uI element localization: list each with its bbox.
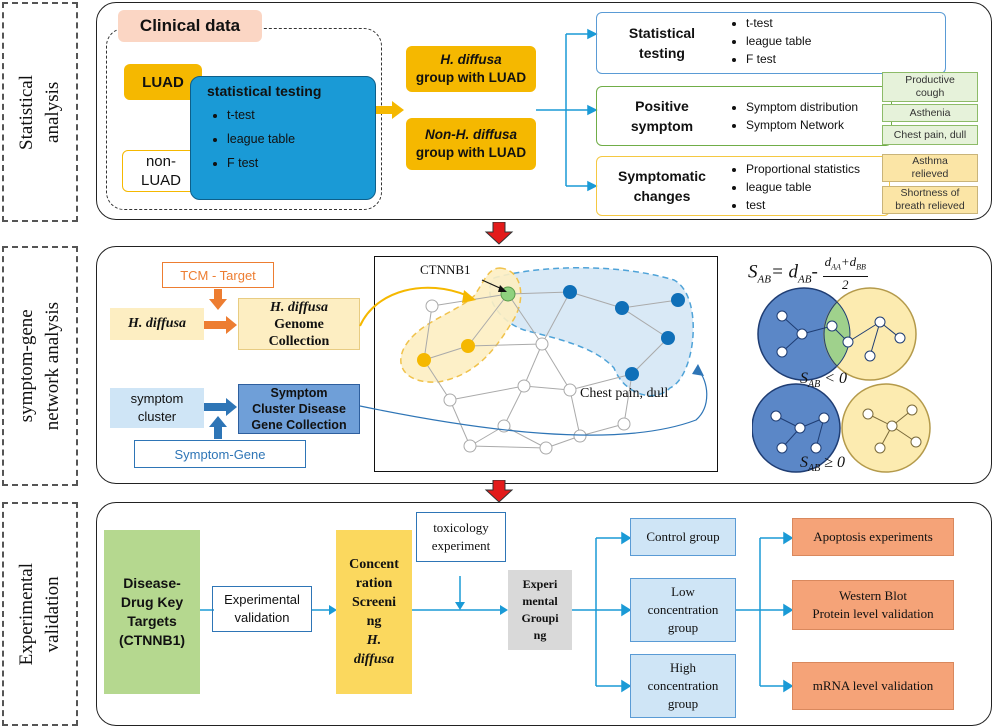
list-item: test: [746, 196, 900, 214]
sab-lt-label: SAB < 0: [800, 370, 848, 391]
box2-title: Positive symptom: [630, 98, 694, 134]
up-arrow-icon: [209, 416, 227, 439]
section-label-network: symptom-gene network analysis: [2, 246, 78, 486]
non-hd-group-line1: Non-H. diffusa: [425, 127, 517, 142]
down-arrow-icon: [484, 222, 514, 245]
hd-group-line2: group with LUAD: [415, 70, 527, 85]
symptom-tag: Shortness of breath relieved: [882, 186, 978, 214]
down-arrow-icon: [209, 289, 227, 310]
right-arrow-icon: [376, 101, 404, 119]
right-arrow-icon: [204, 398, 237, 416]
non-hd-group-box: Non-H. diffusa group with LUAD: [406, 118, 536, 170]
formula-sub: AB: [757, 273, 771, 286]
list-item: Proportional statistics: [746, 160, 900, 178]
control-group-box: Control group: [630, 518, 736, 556]
hd-group-box: H. diffusa group with LUAD: [406, 46, 536, 92]
sab-ge-label: SAB ≥ 0: [800, 454, 845, 475]
hd-box: H. diffusa: [110, 308, 204, 340]
section-label-text: Experimental validation: [16, 562, 63, 666]
symptom-tag: Chest pain, dull: [882, 125, 978, 145]
tcm-target-box: TCM - Target: [162, 262, 274, 288]
down-arrow-icon: [484, 480, 514, 503]
hd-genome-line2: Genome Collection: [268, 316, 330, 349]
luad-box: LUAD: [124, 64, 202, 100]
list-item: league table: [746, 178, 900, 196]
apoptosis-box: Apoptosis experiments: [792, 518, 954, 556]
cluster-connector: [359, 364, 708, 436]
concentration-line1: Concent ration Screeni ng: [349, 557, 399, 629]
symptom-tag: Productive cough: [882, 72, 978, 102]
symptom-gene-box: Symptom-Gene: [134, 440, 306, 468]
right-arrow-icon: [312, 605, 337, 615]
box1-list: t-test league table F test: [730, 14, 930, 68]
list-item: Symptom distribution: [746, 98, 900, 116]
hd-genome-box: H. diffusa Genome Collection: [238, 298, 360, 350]
symptom-tag: Asthma relieved: [882, 154, 978, 182]
symptom-cluster-box: symptom cluster: [110, 388, 204, 428]
section-label-experimental: Experimental validation: [2, 502, 78, 726]
hd-group-line1: H. diffusa: [440, 52, 502, 67]
non-hd-group-line2: group with LUAD: [415, 145, 527, 160]
cluster-gene-box: Symptom Cluster Disease Gene Collection: [238, 384, 360, 434]
section-label-statistical: Statistical analysis: [2, 2, 78, 222]
box2-list: Symptom distribution Symptom Network: [730, 98, 900, 134]
experimental-validation-box: Experimental validation: [212, 586, 312, 632]
down-arrow-icon: [455, 576, 465, 610]
right-arrow-icon: [204, 316, 237, 334]
non-luad-box: non- LUAD: [122, 150, 200, 192]
network-graph: [400, 267, 694, 455]
concentration-screening-box: Concent ration Screeni ng H. diffusa: [336, 530, 412, 694]
statistical-testing-list: t-test league table F test: [207, 103, 375, 175]
high-concentration-box: High concentration group: [630, 654, 736, 718]
section-label-text: Statistical analysis: [16, 74, 63, 150]
list-item: t-test: [746, 14, 930, 32]
right-arrow-icon: [412, 605, 508, 615]
key-targets-box: Disease- Drug Key Targets (CTNNB1): [104, 530, 200, 694]
connector-line: [200, 609, 214, 611]
box1-title: Statistical testing: [628, 25, 696, 61]
sab-ge-value: ≥ 0: [824, 454, 845, 471]
toxicology-box: toxicology experiment: [416, 512, 506, 562]
box3-title: Symptomatic changes: [618, 168, 706, 204]
branch-connector: [736, 531, 794, 693]
statistical-testing-result-box: [596, 12, 946, 74]
formula-eq: = d: [770, 261, 799, 283]
list-item: league table: [746, 32, 930, 50]
list-item: Symptom Network: [746, 116, 900, 134]
clinical-data-label: Clinical data: [118, 10, 262, 42]
list-item: F test: [227, 151, 375, 175]
list-item: F test: [746, 50, 930, 68]
experimental-grouping-box: Experi mental Groupi ng: [508, 570, 572, 650]
box3-list: Proportional statistics league table tes…: [730, 160, 900, 214]
formula-num: d: [824, 254, 832, 269]
mrna-box: mRNA level validation: [792, 662, 954, 710]
ctnnb1-label: CTNNB1: [420, 262, 471, 277]
branch-connector: [536, 28, 598, 192]
section-label-text: symptom-gene network analysis: [16, 301, 63, 431]
list-item: t-test: [227, 103, 375, 127]
sab-lt-value: < 0: [824, 370, 848, 387]
statistical-testing-box: statistical testing t-test league table …: [190, 76, 376, 200]
branch-connector: [572, 531, 632, 693]
symptom-tag: Asthenia: [882, 104, 978, 122]
venn-diagram: [752, 287, 931, 473]
hd-genome-line1: H. diffusa: [269, 299, 329, 315]
concentration-line2: H. diffusa: [353, 633, 395, 667]
list-item: league table: [227, 127, 375, 151]
low-concentration-box: Low concentration group: [630, 578, 736, 642]
western-blot-box: Western Blot Protein level validation: [792, 580, 954, 630]
formula-lhs: S: [748, 261, 758, 283]
sab-formula: SAB= dAB- dAA+dBB 2: [748, 254, 868, 292]
statistical-testing-title: statistical testing: [207, 83, 322, 99]
genome-connector: [359, 286, 476, 327]
chest-pain-label: Chest pain, dull: [580, 386, 669, 401]
formula-den: 2: [841, 276, 849, 292]
